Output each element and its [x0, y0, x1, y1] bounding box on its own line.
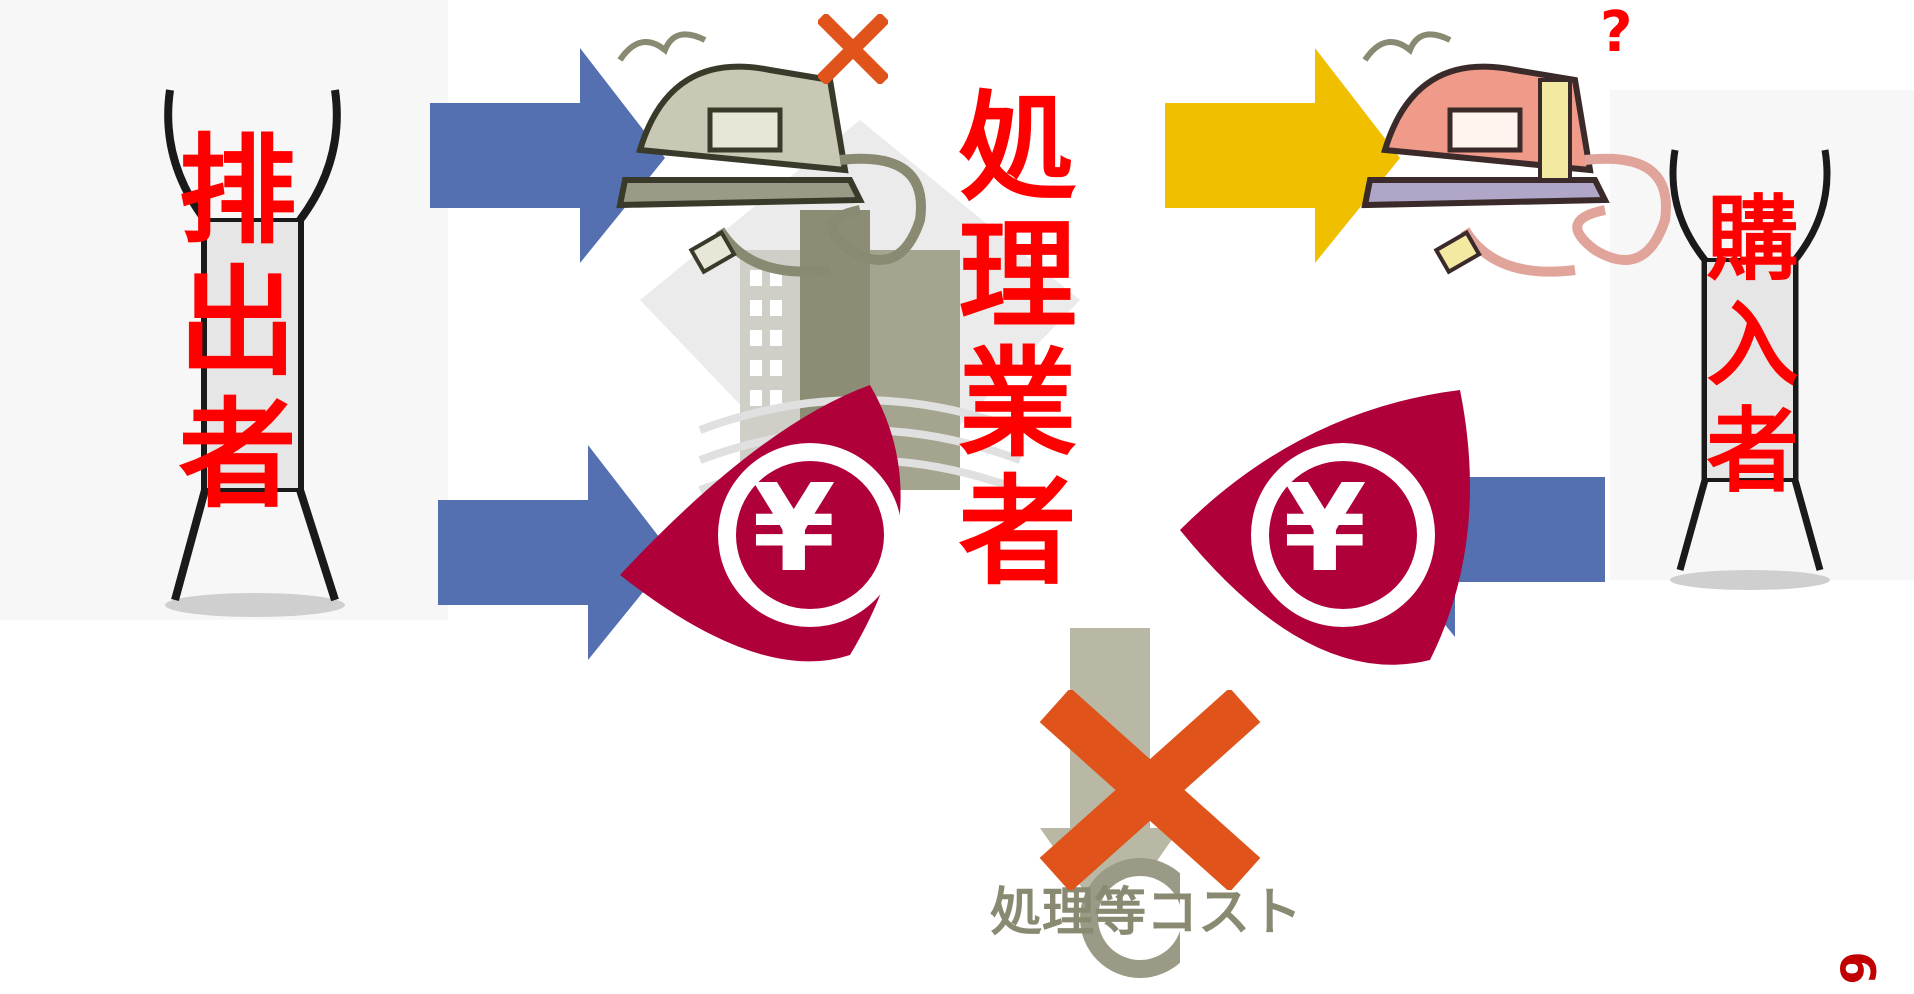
- emitter-label: 排出者: [158, 128, 296, 524]
- new-iron-icon: [1361, 31, 1671, 277]
- question-mark: ?: [1600, 0, 1633, 65]
- cost-label: 処理等コスト: [990, 883, 1303, 943]
- disposal-arrow: [430, 48, 665, 263]
- buyer-figure-icon: [1669, 149, 1831, 590]
- yen-symbol-right: ¥: [1283, 460, 1367, 599]
- yen-badge-right-icon: [1180, 390, 1470, 665]
- fee-arrow-left: [438, 445, 673, 660]
- buyer-label: 購入者: [1691, 190, 1798, 508]
- emitter-figure-icon: [164, 89, 345, 617]
- discard-cross-icon: [818, 14, 888, 84]
- old-iron-icon: [616, 31, 926, 277]
- processor-label: 処理業者: [938, 85, 1076, 597]
- cross-mark-icon: [1039, 690, 1261, 890]
- yen-symbol-left: ¥: [752, 460, 836, 599]
- yen-badge-left-icon: [620, 385, 902, 662]
- sale-arrow: [1165, 48, 1400, 263]
- page-number: 6: [1828, 951, 1885, 985]
